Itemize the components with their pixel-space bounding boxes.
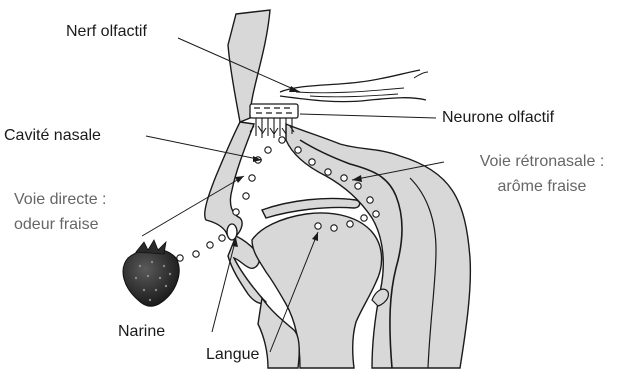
- strawberry-icon: [123, 240, 179, 306]
- olfactory-nerve: [280, 70, 426, 102]
- label-langue: Langue: [206, 345, 259, 364]
- nerve-fibres: [296, 72, 428, 97]
- label-neurone-olfactif: Neurone olfactif: [442, 108, 554, 127]
- olfactory-plate: [250, 104, 298, 118]
- label-arome-fraise: arôme fraise: [452, 177, 632, 196]
- nostril: [227, 224, 237, 240]
- label-nerf-olfactif: Nerf olfactif: [66, 22, 147, 41]
- label-voie-retronasale: Voie rétronasale :: [452, 152, 632, 171]
- label-odeur-fraise: odeur fraise: [14, 215, 99, 234]
- label-cavite-nasale: Cavité nasale: [4, 126, 101, 145]
- label-narine: Narine: [118, 322, 165, 341]
- label-voie-directe: Voie directe :: [14, 190, 107, 209]
- nose-outline: [205, 122, 254, 238]
